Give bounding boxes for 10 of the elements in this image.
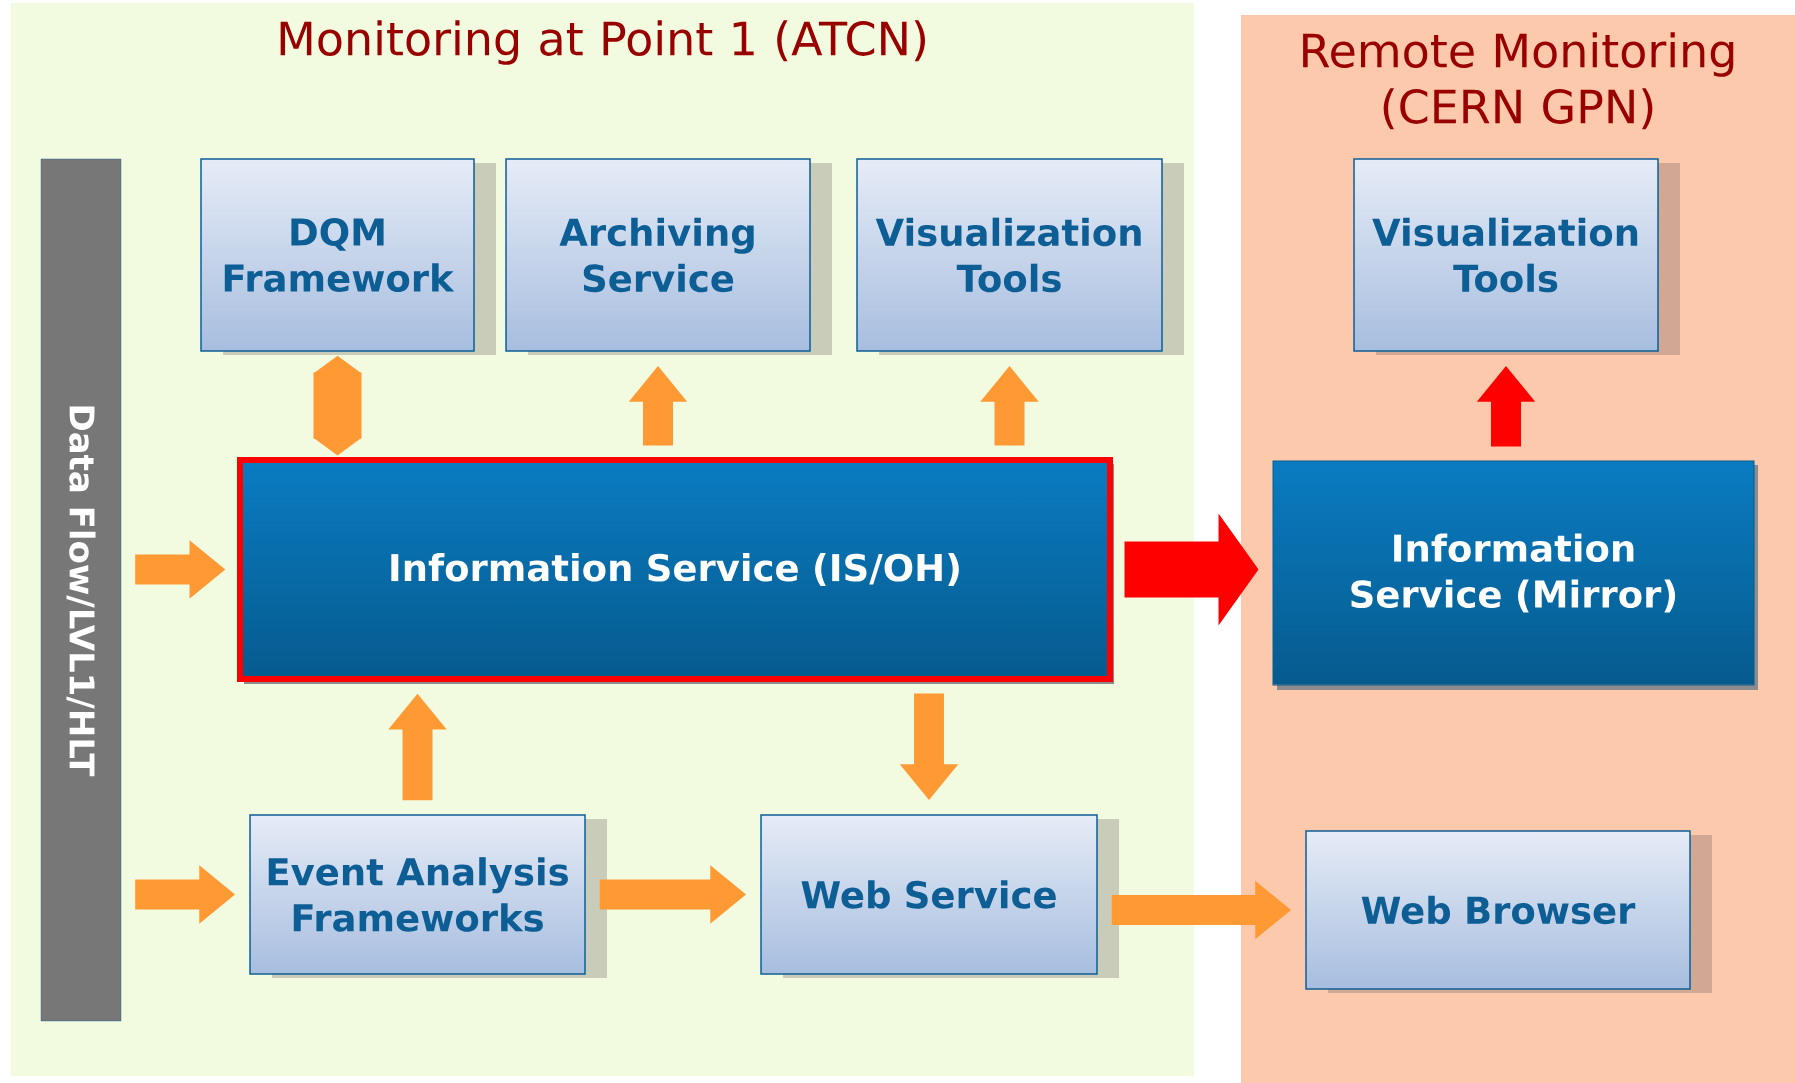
process-box: Visualization Tools [1353, 158, 1680, 355]
process-box: Web Service [760, 814, 1119, 978]
process-box: Event Analysis Frameworks [249, 814, 607, 978]
process-box: Web Browser [1305, 830, 1712, 993]
vertical-bar: Data Flow/LVL1/HLT [40, 158, 122, 1022]
process-box: DQM Framework [200, 158, 496, 355]
process-box: Visualization Tools [856, 158, 1184, 355]
process-box: Information Service (IS/OH) [237, 457, 1114, 684]
process-box: Archiving Service [505, 158, 832, 355]
process-box: Information Service (Mirror) [1272, 460, 1758, 690]
